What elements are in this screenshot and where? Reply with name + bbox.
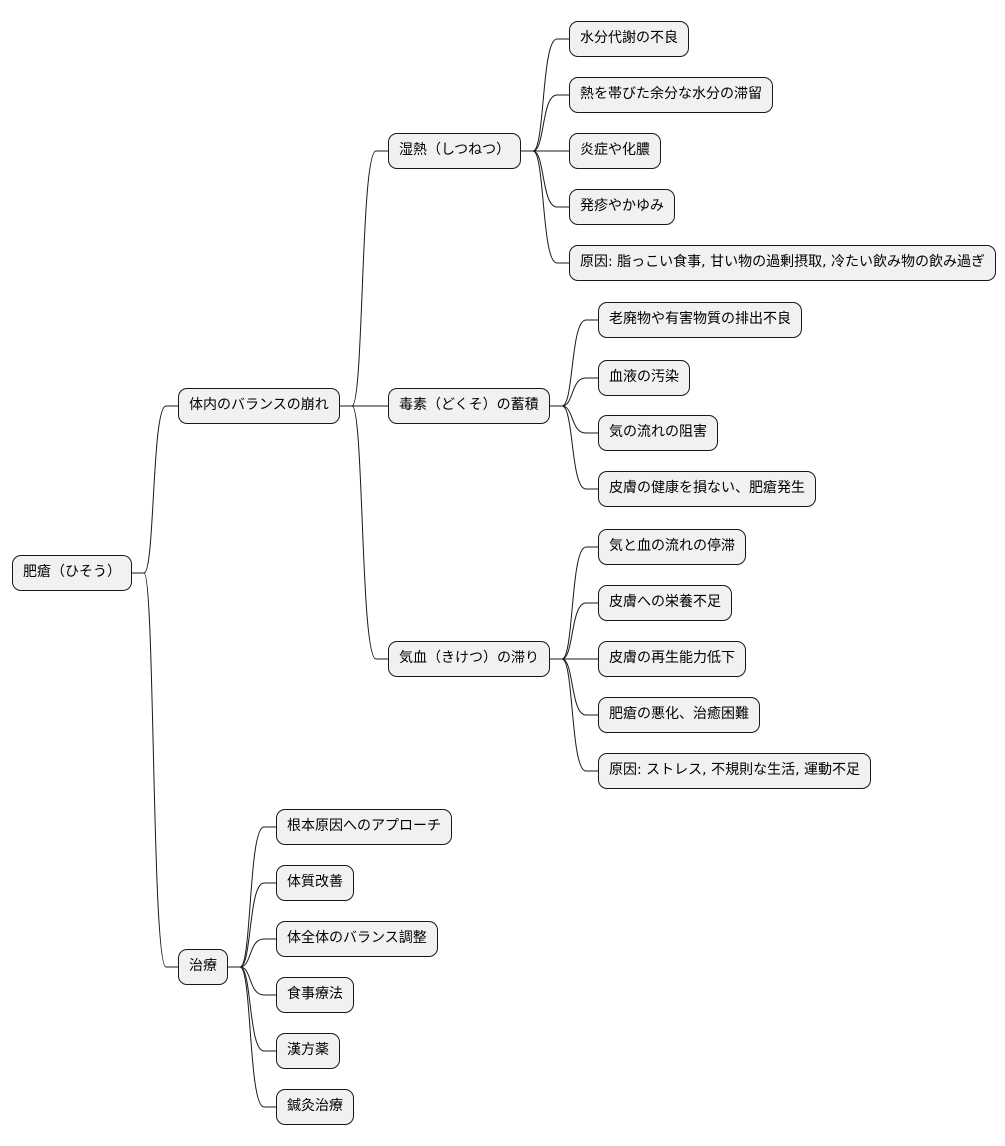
node-toxin-accumulation: 毒素（どくそ）の蓄積 bbox=[388, 388, 550, 424]
node-leaf: 鍼灸治療 bbox=[276, 1089, 354, 1125]
edge-line bbox=[228, 966, 276, 1108]
node-leaf: 体全体のバランス調整 bbox=[276, 921, 438, 957]
edge-line bbox=[340, 405, 388, 660]
edge-line bbox=[132, 572, 178, 968]
edge-line bbox=[550, 658, 598, 716]
node-leaf: 気の流れの阻害 bbox=[598, 415, 718, 451]
edge-line bbox=[550, 377, 598, 407]
edge-line bbox=[550, 658, 598, 772]
edge-line bbox=[521, 38, 569, 152]
edge-line bbox=[550, 546, 598, 660]
node-leaf: 発疹やかゆみ bbox=[569, 189, 675, 225]
node-leaf: 気と血の流れの停滞 bbox=[598, 529, 746, 565]
node-treatment: 治療 bbox=[178, 949, 228, 985]
node-leaf: 肥瘡の悪化、治癒困難 bbox=[598, 697, 760, 733]
node-damp-heat: 湿熱（しつねつ） bbox=[388, 133, 522, 169]
edge-line bbox=[521, 150, 569, 208]
node-leaf: 老廃物や有害物質の排出不良 bbox=[598, 302, 802, 338]
edge-line bbox=[550, 602, 598, 660]
node-leaf: 漢方薬 bbox=[276, 1033, 340, 1069]
edge-line bbox=[228, 826, 276, 968]
node-leaf: 皮膚の健康を損ない、肥瘡発生 bbox=[598, 471, 816, 507]
node-leaf: 炎症や化膿 bbox=[569, 133, 661, 169]
node-leaf: 水分代謝の不良 bbox=[569, 21, 689, 57]
edge-line bbox=[521, 94, 569, 152]
edge-line bbox=[228, 966, 276, 996]
node-root: 肥瘡（ひそう） bbox=[12, 555, 132, 591]
edge-line bbox=[228, 882, 276, 968]
node-leaf: 体質改善 bbox=[276, 865, 354, 901]
edge-line bbox=[550, 405, 598, 434]
node-leaf: 血液の汚染 bbox=[598, 360, 690, 396]
node-imbalance: 体内のバランスの崩れ bbox=[178, 388, 340, 424]
edge-line bbox=[228, 966, 276, 1052]
edge-line bbox=[340, 150, 388, 407]
edge-line bbox=[132, 405, 178, 574]
node-qi-blood-stagnation: 気血（きけつ）の滞り bbox=[388, 641, 550, 677]
edge-line bbox=[521, 150, 569, 264]
node-leaf: 食事療法 bbox=[276, 977, 354, 1013]
node-leaf: 皮膚の再生能力低下 bbox=[598, 641, 746, 677]
node-leaf: 熱を帯びた余分な水分の滞留 bbox=[569, 77, 773, 113]
node-leaf: 皮膚への栄養不足 bbox=[598, 585, 732, 621]
node-leaf: 原因: 脂っこい食事, 甘い物の過剰摂取, 冷たい飲み物の飲み過ぎ bbox=[569, 245, 996, 281]
node-leaf: 原因: ストレス, 不規則な生活, 運動不足 bbox=[598, 753, 871, 789]
edge-line bbox=[550, 405, 598, 490]
edge-line bbox=[550, 319, 598, 407]
edge-line bbox=[228, 938, 276, 968]
node-leaf: 根本原因へのアプローチ bbox=[276, 809, 452, 845]
